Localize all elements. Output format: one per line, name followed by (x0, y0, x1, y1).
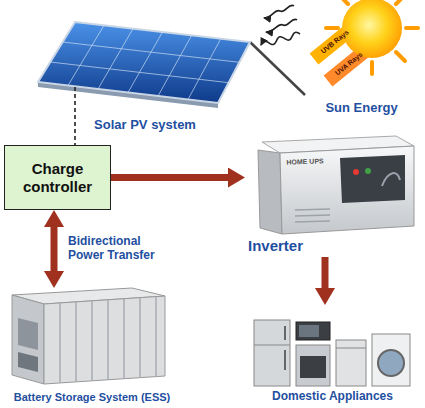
inverter-illustration-part (365, 168, 371, 174)
battery-container-illustration-part-part (139, 298, 141, 378)
edge-label: Bidirectional Power Transfer (68, 235, 168, 263)
appliances-illustration-part (296, 345, 330, 386)
battery-container-illustration-part-part (155, 297, 157, 377)
sun-illustration-part-part (396, 52, 405, 61)
sun-illustration-part (342, 0, 402, 58)
battery-container-illustration-part-part (75, 302, 77, 382)
sun-ray-arrows (264, 5, 297, 32)
box-label: Charge controller (11, 160, 104, 195)
power-arrow (51, 227, 58, 271)
inverter-illustration-part (280, 146, 414, 234)
solar-panel-illustration (38, 22, 305, 108)
sun-illustration-part-part (406, 26, 418, 30)
appliances-illustration-part (378, 350, 404, 376)
solar-panel-illustration-part-part (98, 29, 133, 89)
solar-panel-illustration-part (250, 42, 305, 95)
inverter-illustration-part (382, 173, 400, 186)
sun-illustration-part-part (396, 0, 403, 4)
sun-illustration-part-part (370, 62, 374, 74)
node-label: Battery Storage System (ESS) (14, 391, 171, 404)
appliances-illustration-part (254, 320, 290, 386)
solar-panel-illustration-part (50, 25, 239, 99)
solar-panel-illustration-part-part (128, 32, 163, 93)
battery-container-illustration-part-part (123, 299, 125, 379)
battery-container-illustration (12, 288, 165, 384)
charge-controller-box: Charge controller (4, 145, 111, 210)
battery-container-illustration-part (12, 295, 44, 384)
sun-illustration-part-part (326, 26, 338, 30)
node-label: Solar PV system (94, 118, 196, 133)
ray-label: UVA Rays (334, 51, 364, 78)
appliances-illustration-part (299, 325, 319, 337)
energy-arrow (261, 32, 300, 45)
appliances-illustration-part (296, 322, 330, 340)
appliances-node: Domestic Appliances (245, 305, 420, 406)
solar-panel-illustration-part-part (50, 62, 228, 83)
battery-container-illustration-part (18, 352, 38, 372)
inverter-illustration (258, 136, 414, 234)
appliances-illustration-part (284, 326, 286, 340)
ray-label: UVB Rays (319, 28, 350, 55)
device-label: HOME UPS (286, 157, 324, 166)
battery-container-illustration-part (60, 297, 156, 383)
appliances-illustration-part (336, 340, 366, 386)
solar-pv-node: Solar PV system (30, 5, 260, 135)
sun-illustration (310, 0, 418, 86)
appliances-illustration-part (284, 350, 286, 370)
battery-container-illustration-part-part (107, 300, 109, 380)
node-label: Sun Energy (325, 101, 397, 116)
solar-panel-illustration-part-part (158, 35, 192, 96)
inverter-illustration-part-part (295, 215, 330, 216)
node-label: Inverter (248, 237, 303, 254)
solar-panel-illustration-part-part (63, 42, 240, 62)
inverter-illustration-part (295, 209, 330, 222)
solar-panel-illustration-part-part (188, 39, 221, 100)
label-holder: UVB Rays (319, 28, 350, 55)
appliances-illustration-part (254, 345, 290, 346)
inverter-illustration-part (340, 155, 405, 203)
appliances-illustration-part (300, 356, 326, 378)
power-arrow (322, 257, 329, 288)
inverter-illustration-part-part (295, 209, 330, 210)
edge-label-holder: Bidirectional Power Transfer (68, 235, 168, 263)
appliances-illustration (254, 320, 410, 386)
appliances-illustration-part (372, 334, 410, 386)
inverter-node: Inverter (245, 130, 420, 257)
battery-container-illustration-part-part (59, 303, 61, 383)
battery-container-illustration-part-part (91, 301, 93, 381)
inverter-illustration-part-part (295, 221, 330, 222)
label-holder: UVA Rays (334, 51, 364, 78)
sun-ray-arrows-part (264, 5, 294, 18)
battery-container-illustration-part (44, 296, 165, 384)
inverter-illustration-part (353, 169, 359, 175)
node-label: Domestic Appliances (272, 390, 393, 404)
battery-container-illustration-part (18, 318, 38, 350)
sun-ray-arrows-part (266, 19, 297, 32)
power-arrow (111, 174, 228, 181)
inverter-illustration-part (258, 150, 282, 234)
dashed-link (74, 87, 76, 145)
solar-panel-illustration-part (38, 22, 250, 103)
sun-illustration-part-part (341, 0, 348, 4)
solar-panel-illustration-part-part (68, 25, 104, 85)
appliances-illustration-part (336, 348, 366, 349)
battery-storage-node: Battery Storage System (ESS) (2, 288, 182, 406)
label-holder: HOME UPS (286, 157, 324, 166)
